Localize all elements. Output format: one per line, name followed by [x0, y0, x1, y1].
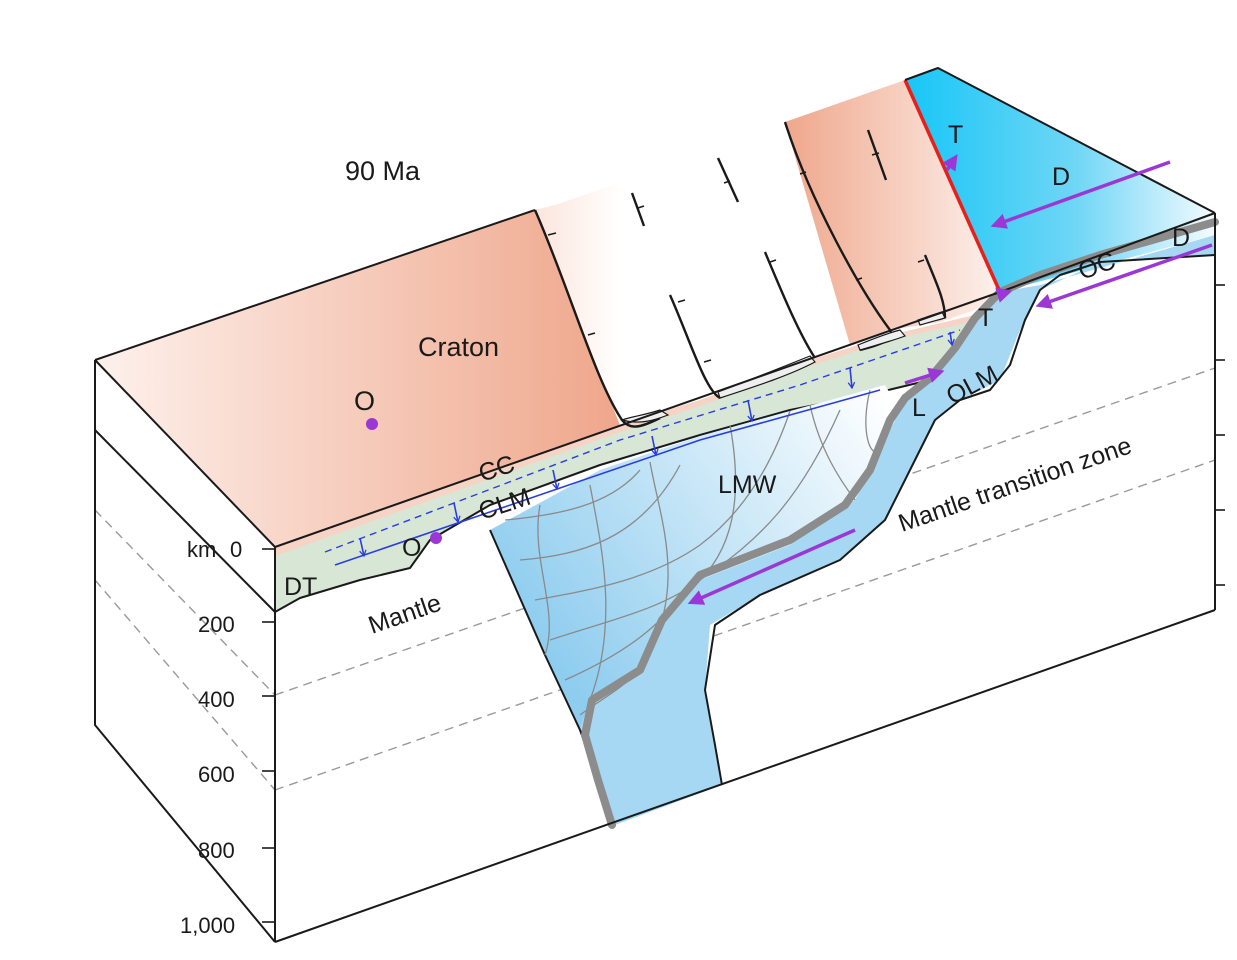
depth-tick-400: 400 [198, 687, 235, 712]
label-d-upper: D [1052, 163, 1070, 191]
dot-o-surface [366, 418, 378, 430]
fault-1 [533, 209, 661, 428]
craton-surface [95, 210, 620, 547]
suture-red-line [903, 79, 1002, 293]
label-t-upper: T [948, 121, 963, 149]
depth-600-line-left [94, 579, 276, 791]
label-t-lower: T [978, 304, 993, 332]
lmw-wedge [490, 385, 900, 730]
fault-upper-a [630, 192, 646, 227]
title-age: 90 Ma [345, 156, 421, 186]
block-left-face [95, 360, 275, 942]
depth-tick-0: 0 [230, 537, 242, 562]
clm-layer [275, 315, 975, 612]
slab-body [580, 235, 1215, 825]
depth-400-line-left [94, 509, 276, 696]
depth-unit-label: km [187, 537, 216, 562]
depth-tick-1000: 1,000 [180, 913, 235, 938]
fault-5 [923, 254, 947, 319]
fault-upper-b [716, 157, 740, 203]
label-craton: Craton [418, 332, 499, 362]
arrow-slab-surface [1035, 243, 1213, 309]
rift-center [630, 122, 890, 420]
rift-right-slope [785, 80, 1000, 345]
fault-2 [668, 294, 721, 400]
arrow-lithosphere [904, 367, 945, 385]
depth-600-line-front [274, 459, 1216, 791]
drip-arrows [324, 329, 961, 566]
label-lmw: LMW [718, 471, 777, 499]
depth-axis: km 0 200 400 600 800 1,000 [180, 284, 1225, 938]
slab-bottom-outline [704, 254, 1216, 786]
block-outline [94, 67, 1216, 943]
depth-tick-200: 200 [198, 612, 235, 637]
label-l: L [912, 394, 926, 422]
label-d-lower: D [1172, 224, 1190, 252]
drip-dashed-line [324, 329, 961, 553]
arrow-ocean-convergence [990, 160, 1171, 229]
dot-o-lower [430, 532, 442, 544]
motion-arrows [366, 154, 1213, 605]
arrow-trench-lower [995, 287, 1013, 303]
label-o-lower: O [402, 534, 421, 562]
depth-tick-800: 800 [198, 838, 235, 863]
arrow-slab-sinking [687, 528, 856, 605]
top-surface [95, 68, 1215, 547]
fault-3 [763, 251, 817, 359]
ocean-surface [905, 68, 1215, 292]
label-o-surface: O [354, 386, 375, 416]
basin-fill-3 [857, 329, 906, 351]
arrow-trench-upper [942, 154, 958, 172]
label-dt: DT [284, 573, 317, 601]
drip-solid-line [334, 389, 881, 566]
depth-tick-600: 600 [198, 762, 235, 787]
fault-upper-c [866, 129, 888, 181]
